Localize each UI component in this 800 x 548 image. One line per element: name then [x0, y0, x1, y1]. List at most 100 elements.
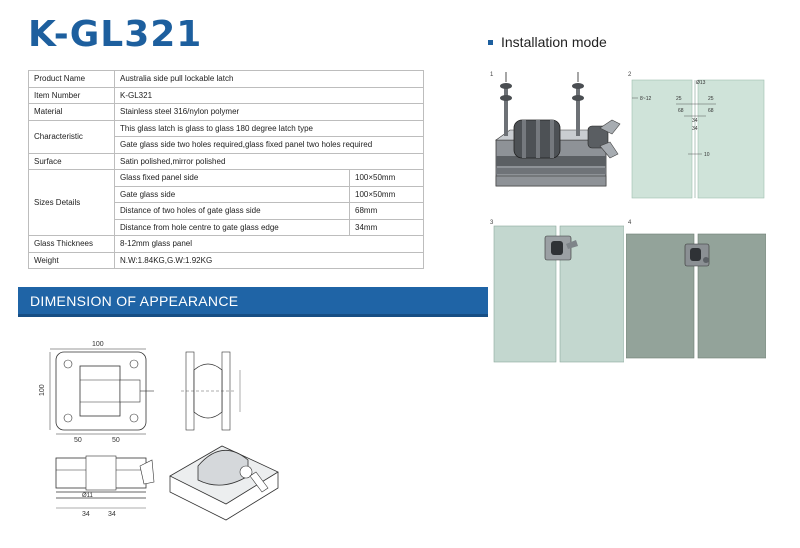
table-row: Surface Satin polished,mirror polished: [28, 152, 424, 170]
spec-value: Stainless steel 316/nylon polymer: [114, 103, 424, 121]
key-icon: [599, 141, 619, 159]
dimension-label: Ø13: [696, 80, 706, 86]
dimension-label: 68: [678, 108, 684, 114]
spec-label: Weight: [28, 251, 115, 269]
latch-ridge: [550, 120, 554, 158]
lock-cylinder: [587, 125, 609, 149]
spec-label: Surface: [28, 152, 115, 170]
latch-ridge: [536, 120, 540, 158]
dimension-label: 25: [676, 96, 682, 102]
spec-label: Material: [28, 103, 115, 121]
table-row: Sizes Details Glass fixed panel side 100…: [28, 169, 424, 236]
bolt: [576, 86, 580, 136]
dimension-label: 34: [692, 126, 698, 132]
bolt: [504, 86, 508, 136]
table-row: Item Number K-GL321: [28, 86, 424, 104]
dimension-label: 34: [692, 118, 698, 124]
product-title: K-GL321: [28, 14, 203, 55]
spec-label: Sizes Details: [28, 169, 115, 236]
table-row: Distance of two holes of gate glass side…: [29, 202, 424, 220]
key-icon: [139, 459, 155, 485]
size-value: 100×50mm: [349, 169, 424, 187]
latch-ridge: [522, 120, 526, 158]
bullet-icon: [488, 39, 493, 45]
table-row: Gate glass side 100×50mm: [29, 185, 424, 203]
lock-housing: [119, 379, 141, 403]
install-step-3: 3: [490, 220, 624, 363]
bottom-view-body: [85, 455, 117, 491]
size-value: 68mm: [349, 202, 424, 220]
step-number: 4: [628, 220, 632, 226]
key-icon: [249, 471, 269, 493]
screw-hole: [63, 359, 73, 369]
spec-value: 8-12mm glass panel: [114, 235, 424, 253]
base-plate: [495, 175, 607, 187]
key-icon: [566, 240, 578, 249]
dimension-label: 34: [108, 511, 116, 518]
dimension-label: 100: [92, 341, 104, 348]
table-row: Characteristic This glass latch is glass…: [28, 119, 424, 154]
step-number: 3: [490, 220, 494, 226]
table-row: Glass Thicknees 8-12mm glass panel: [28, 235, 424, 253]
fixed-glass-panel: [631, 79, 693, 199]
size-name: Gate glass side: [114, 185, 350, 203]
glass-slot: [496, 168, 606, 174]
bolt-head: [572, 83, 584, 89]
size-value: 100×50mm: [349, 185, 424, 203]
spec-value: This glass latch is glass to glass 180 d…: [114, 119, 424, 137]
key-icon: [599, 119, 621, 135]
spec-label: Product Name: [28, 70, 115, 88]
dimension-heading: DIMENSION OF APPEARANCE: [30, 293, 239, 309]
screw-hole: [63, 413, 73, 423]
install-step-2: 2 Ø13 8~12 25 25 68 68 34 34 10: [628, 72, 765, 199]
spec-label: Item Number: [28, 86, 115, 104]
table-row: Product Name Australia side pull lockabl…: [28, 70, 424, 88]
screw-hole: [129, 413, 139, 423]
install-step-4: 4: [626, 220, 766, 359]
spec-value: N.W:1.84KG,G.W:1.92KG: [114, 251, 424, 269]
latch-barrel: [690, 248, 701, 261]
installation-heading: Installation mode: [488, 34, 607, 50]
spec-value: Satin polished,mirror polished: [114, 152, 424, 170]
step-number: 2: [628, 72, 632, 78]
dimension-label: 10: [704, 152, 710, 158]
installation-heading-text: Installation mode: [501, 34, 607, 50]
dimension-label: Ø11: [82, 493, 94, 499]
iso-view-lock: [239, 465, 253, 479]
dimension-drawings: 100 100 50 50 Ø11 34 34: [39, 341, 279, 521]
gate-glass-panel: [697, 79, 765, 199]
bolt-head: [500, 83, 512, 89]
dimension-label: 8~12: [640, 96, 651, 102]
install-step-1: 1: [490, 72, 621, 187]
iso-view-edge: [169, 472, 279, 521]
size-name: Distance of two holes of gate glass side: [114, 202, 350, 220]
step-number: 1: [490, 72, 494, 78]
fixed-glass-panel: [626, 233, 695, 359]
dimension-label: 25: [708, 96, 714, 102]
spec-value: Australia side pull lockable latch: [114, 70, 424, 88]
dimension-label: 34: [82, 511, 90, 518]
dimension-label: 50: [112, 437, 120, 444]
spec-label: Glass Thicknees: [28, 235, 115, 253]
washer: [500, 95, 512, 101]
size-name: Distance from hole centre to gate glass …: [114, 218, 350, 236]
size-name: Glass fixed panel side: [114, 169, 350, 187]
size-value: 34mm: [349, 218, 424, 236]
spec-table: Product Name Australia side pull lockabl…: [28, 70, 424, 269]
glass-slot: [496, 156, 606, 166]
latch-barrel: [551, 241, 563, 255]
spec-value: Gate glass side two holes required,glass…: [114, 136, 424, 154]
spec-label: Characteristic: [28, 119, 115, 154]
screw-hole: [129, 359, 139, 369]
washer: [572, 95, 584, 101]
gate-glass-panel: [697, 233, 766, 359]
dimension-label: 50: [74, 437, 82, 444]
table-row: Material Stainless steel 316/nylon polym…: [28, 103, 424, 121]
front-view-body: [79, 365, 121, 417]
table-row: Weight N.W:1.84KG,G.W:1.92KG: [28, 251, 424, 269]
dimension-label: 68: [708, 108, 714, 114]
spec-value: K-GL321: [114, 86, 424, 104]
dimension-label: 100: [39, 384, 46, 396]
key-cylinder: [703, 257, 709, 263]
dimension-banner: DIMENSION OF APPEARANCE: [18, 287, 488, 317]
